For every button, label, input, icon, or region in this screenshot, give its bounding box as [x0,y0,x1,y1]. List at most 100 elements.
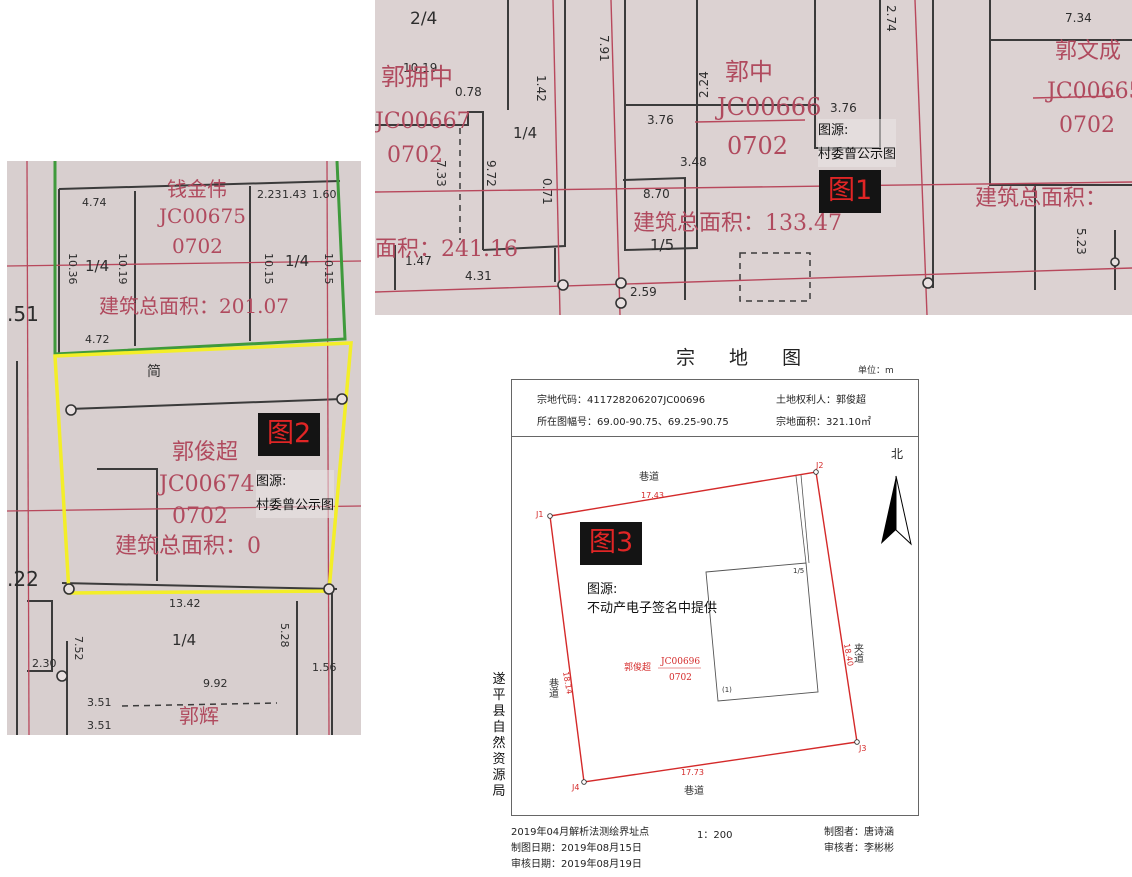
f1-dim: 10.19 [403,61,437,75]
figure2-source-label: 图源: [256,474,287,489]
edge-left: 18.14 [561,671,574,695]
f2-dim: 10.36 [66,253,79,285]
agency-char: 自 [492,720,506,735]
parcel-code-value: 411728206207JC00696 [587,395,706,406]
f2-owner-2: 郭俊超 [172,440,238,465]
f1-dim: 3.48 [680,155,707,169]
f2-dim: 1.60 [312,188,337,201]
f2-dim: 9.92 [203,677,228,690]
f1-dim: 5.23 [1074,228,1088,255]
road-bottom: 巷道 [684,784,704,797]
f1-dim: 9.72 [484,160,498,187]
f1-dim: 1.47 [405,254,432,268]
parcel-code-label: 宗地代码： [537,395,587,406]
road-left: 巷道 [547,678,559,698]
f2-code-2: JC00674 [157,472,255,497]
f1-dim: 8.70 [643,187,670,201]
f2-alley-label: 简 [147,363,161,380]
f2-fraction: 1/4 [172,631,196,649]
f1-code-3: JC00665 [1045,79,1132,104]
parcel-owner-label: 郭俊超 [624,661,651,673]
agency-char: 平 [492,688,506,703]
f1-dim: 4.31 [465,269,492,283]
f2-dim: 13.42 [169,597,201,610]
sheet-label: 所在图幅号： [537,417,597,428]
f1-dim: 3.76 [830,101,857,115]
f2-fraction: 1/4 [285,252,309,270]
doc-area: 宗地面积：321.10㎡ [776,413,871,428]
f2-dim: 1.43 [282,188,307,201]
edge-bottom: 17.73 [681,768,704,777]
parcel-drawing: J1 J2 J3 J4 17.43 18.40 17.73 18.14 巷道 巷… [535,447,912,797]
drawer: 制图者：唐诗涵 [824,827,894,838]
f2-dim: 4.74 [82,196,107,209]
point-j3: J3 [858,744,866,753]
f1-fraction-1: 2/4 [410,9,437,29]
figure1-map-lines: 2/4 1/4 1/5 10.19 0.78 7.91 2.24 3.76 3.… [375,0,1132,315]
road-right: 夹道 [852,642,864,663]
review-date: 审核日期：2019年08月19日 [511,859,642,870]
map-scale: 1：200 [697,830,733,841]
doc-unit: 单位：m [858,366,894,376]
f2-owner-3: 郭辉 [179,704,219,728]
f1-dim: 7.33 [434,160,448,187]
f2-dim: 10.15 [322,253,335,285]
figure2-photo: 1/4 1/4 1/4 4.74 2.23 1.43 1.60 10.36 10… [7,161,361,735]
f1-dim: 7.91 [597,35,611,62]
f1-fraction-2: 1/4 [513,124,537,142]
f2-dim: 10.15 [262,253,275,285]
f1-code-2: JC00666 [714,93,821,121]
f1-dim: 0.78 [455,85,482,99]
north-label: 北 [891,447,903,461]
figure3-tag: 图3 [580,522,643,565]
owner-label: 土地权利人： [776,395,836,406]
f2-dim: 5.28 [278,623,291,648]
f1-dim: 3.76 [647,113,674,127]
figure2-tag: 图2 [258,413,321,456]
f1-fraction-4: 1/5 [650,236,674,254]
area-value: 321.10㎡ [826,417,871,428]
f1-dim: 2.74 [884,5,898,32]
f2-area-2: 建筑总面积：0 [115,534,261,559]
area-label: 宗地面积： [776,417,826,428]
f1-area-1: 面积：241.16 [375,237,518,262]
figure1-photo: 2/4 1/4 1/5 10.19 0.78 7.91 2.24 3.76 3.… [375,0,1132,315]
f1-dim: 2.24 [697,71,711,98]
point-j1: J1 [535,510,543,519]
f2-owner-1: 钱金伟 [167,177,227,201]
f1-dim: 1.42 [534,75,548,102]
f2-sub-2: 0702 [172,504,228,529]
agency-name: 遂 平 县 自 然 资 源 局 [489,672,509,800]
doc-owner: 土地权利人：郭俊超 [776,391,866,406]
f1-owner-1: 郭拥中 [381,63,453,91]
f2-dim: .51 [7,302,39,326]
f1-sub-1: 0702 [387,143,443,168]
figure3-source-label: 图源: [587,582,618,597]
survey-method: 2019年04月解析法测绘界址点 [511,827,650,838]
figure3-source: 图源: 不动产电子签名中提供 [587,580,717,618]
doc-sheet: 所在图幅号：69.00-90.75、69.25-90.75 [537,413,729,428]
north-arrow-icon [881,475,912,546]
edge-right: 18.40 [842,643,855,667]
f1-dim: 2.59 [630,285,657,299]
f2-dim: 2.23 [257,188,282,201]
f2-dim: 2.30 [32,657,57,670]
f2-fraction: 1/4 [85,257,109,275]
point-j2: J2 [815,461,823,470]
f1-dim: 0.71 [540,178,554,205]
agency-char: 县 [492,704,506,719]
figure1-tag: 图1 [819,170,882,213]
parcel-sub-label: 0702 [669,673,692,683]
f1-dim: 7.34 [1065,11,1092,25]
f1-owner-2: 郭中 [725,58,773,86]
agency-char: 源 [492,768,506,783]
f2-dim: 4.72 [85,333,110,346]
point-j4: J4 [571,783,579,792]
f2-dim: 3.51 [87,696,112,709]
f2-code-1: JC00675 [157,204,246,228]
doc-parcel-code: 宗地代码：411728206207JC00696 [537,391,705,406]
parcel-boundary [549,471,858,783]
agency-char: 局 [492,784,506,799]
agency-char: 然 [492,736,506,751]
building-fraction: 1/5 [793,567,804,575]
